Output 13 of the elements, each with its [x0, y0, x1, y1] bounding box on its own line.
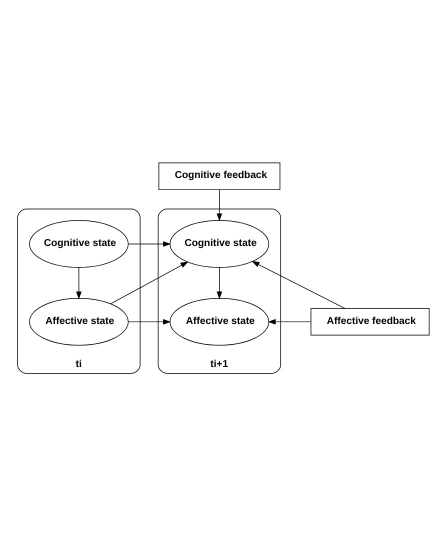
node-ellipse: Cognitive state	[29, 220, 129, 268]
arrow	[216, 188, 222, 221]
arrow	[128, 240, 172, 246]
node-ellipse: Affective state	[170, 298, 270, 346]
node-box: Affective feedback	[310, 308, 430, 335]
arrow	[110, 261, 188, 304]
arrow	[76, 266, 82, 299]
arrow	[268, 318, 312, 324]
arrow	[128, 318, 172, 324]
node-box: Cognitive feedback	[158, 162, 280, 190]
arrow	[252, 260, 346, 308]
arrow	[216, 266, 222, 299]
node-ellipse: Affective state	[29, 298, 129, 346]
